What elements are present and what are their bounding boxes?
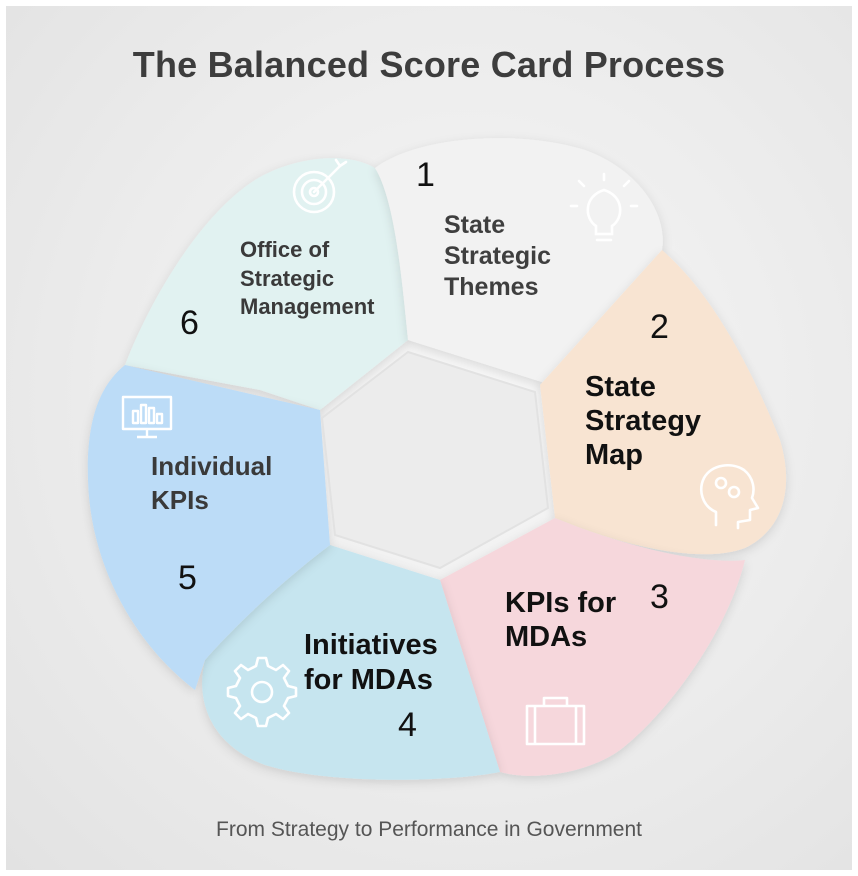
segment-5-label: Individual KPIs (151, 450, 272, 518)
segment-3-number: 3 (650, 578, 669, 616)
center-hexagon (320, 350, 550, 570)
segment-5-label-line: Individual (151, 451, 273, 481)
segment-5-number: 5 (178, 559, 197, 597)
briefcase-icon (525, 696, 586, 746)
target-icon (292, 158, 348, 214)
segment-1-label-line: State (444, 211, 506, 239)
lightbulb-icon (569, 172, 639, 242)
segment-4-label: Initiatives for MDAs (304, 628, 438, 698)
segment-1-label-line: Strategic (444, 242, 551, 270)
segment-5-label-line: KPIs (151, 484, 209, 515)
segment-1-label-line: Themes (444, 273, 539, 301)
segment-6-label-line: Office of (240, 237, 330, 262)
segment-3-label-line: MDAs (505, 621, 588, 654)
segment-6-label-line: Strategic (240, 265, 335, 291)
segment-1-label: State Strategic Themes (444, 210, 551, 303)
segment-3-shape (440, 518, 745, 776)
segment-2-label: State Strategy Map (585, 370, 701, 473)
segment-3-label: KPIs for MDAs (505, 586, 616, 654)
segment-4-number: 4 (398, 706, 417, 744)
segment-6-label: Office of Strategic Management (240, 236, 374, 322)
diagram-subtitle: From Strategy to Performance in Governme… (216, 818, 642, 841)
segment-6-number: 6 (180, 304, 199, 342)
segment-1-number: 1 (416, 156, 435, 194)
segment-2-number: 2 (650, 308, 669, 346)
gear-icon (226, 656, 298, 728)
monitor-chart-icon (121, 395, 173, 439)
head-gears-icon (700, 464, 760, 530)
segment-3-label-line: KPIs for (505, 587, 617, 619)
segment-2-label-line: Strategy (585, 405, 702, 438)
segment-6-label-line: Management (240, 294, 375, 320)
segment-5-shape (87, 365, 330, 690)
segment-4-shape (202, 545, 500, 780)
segment-2-label-line: Map (585, 439, 643, 472)
diagram-title: The Balanced Score Card Process (132, 44, 726, 85)
segment-4-label-line: for MDAs (304, 663, 433, 696)
segment-6-shape (125, 158, 408, 410)
segment-4-label-line: Initiatives (304, 629, 438, 661)
segment-2-label-line: State (585, 371, 656, 403)
